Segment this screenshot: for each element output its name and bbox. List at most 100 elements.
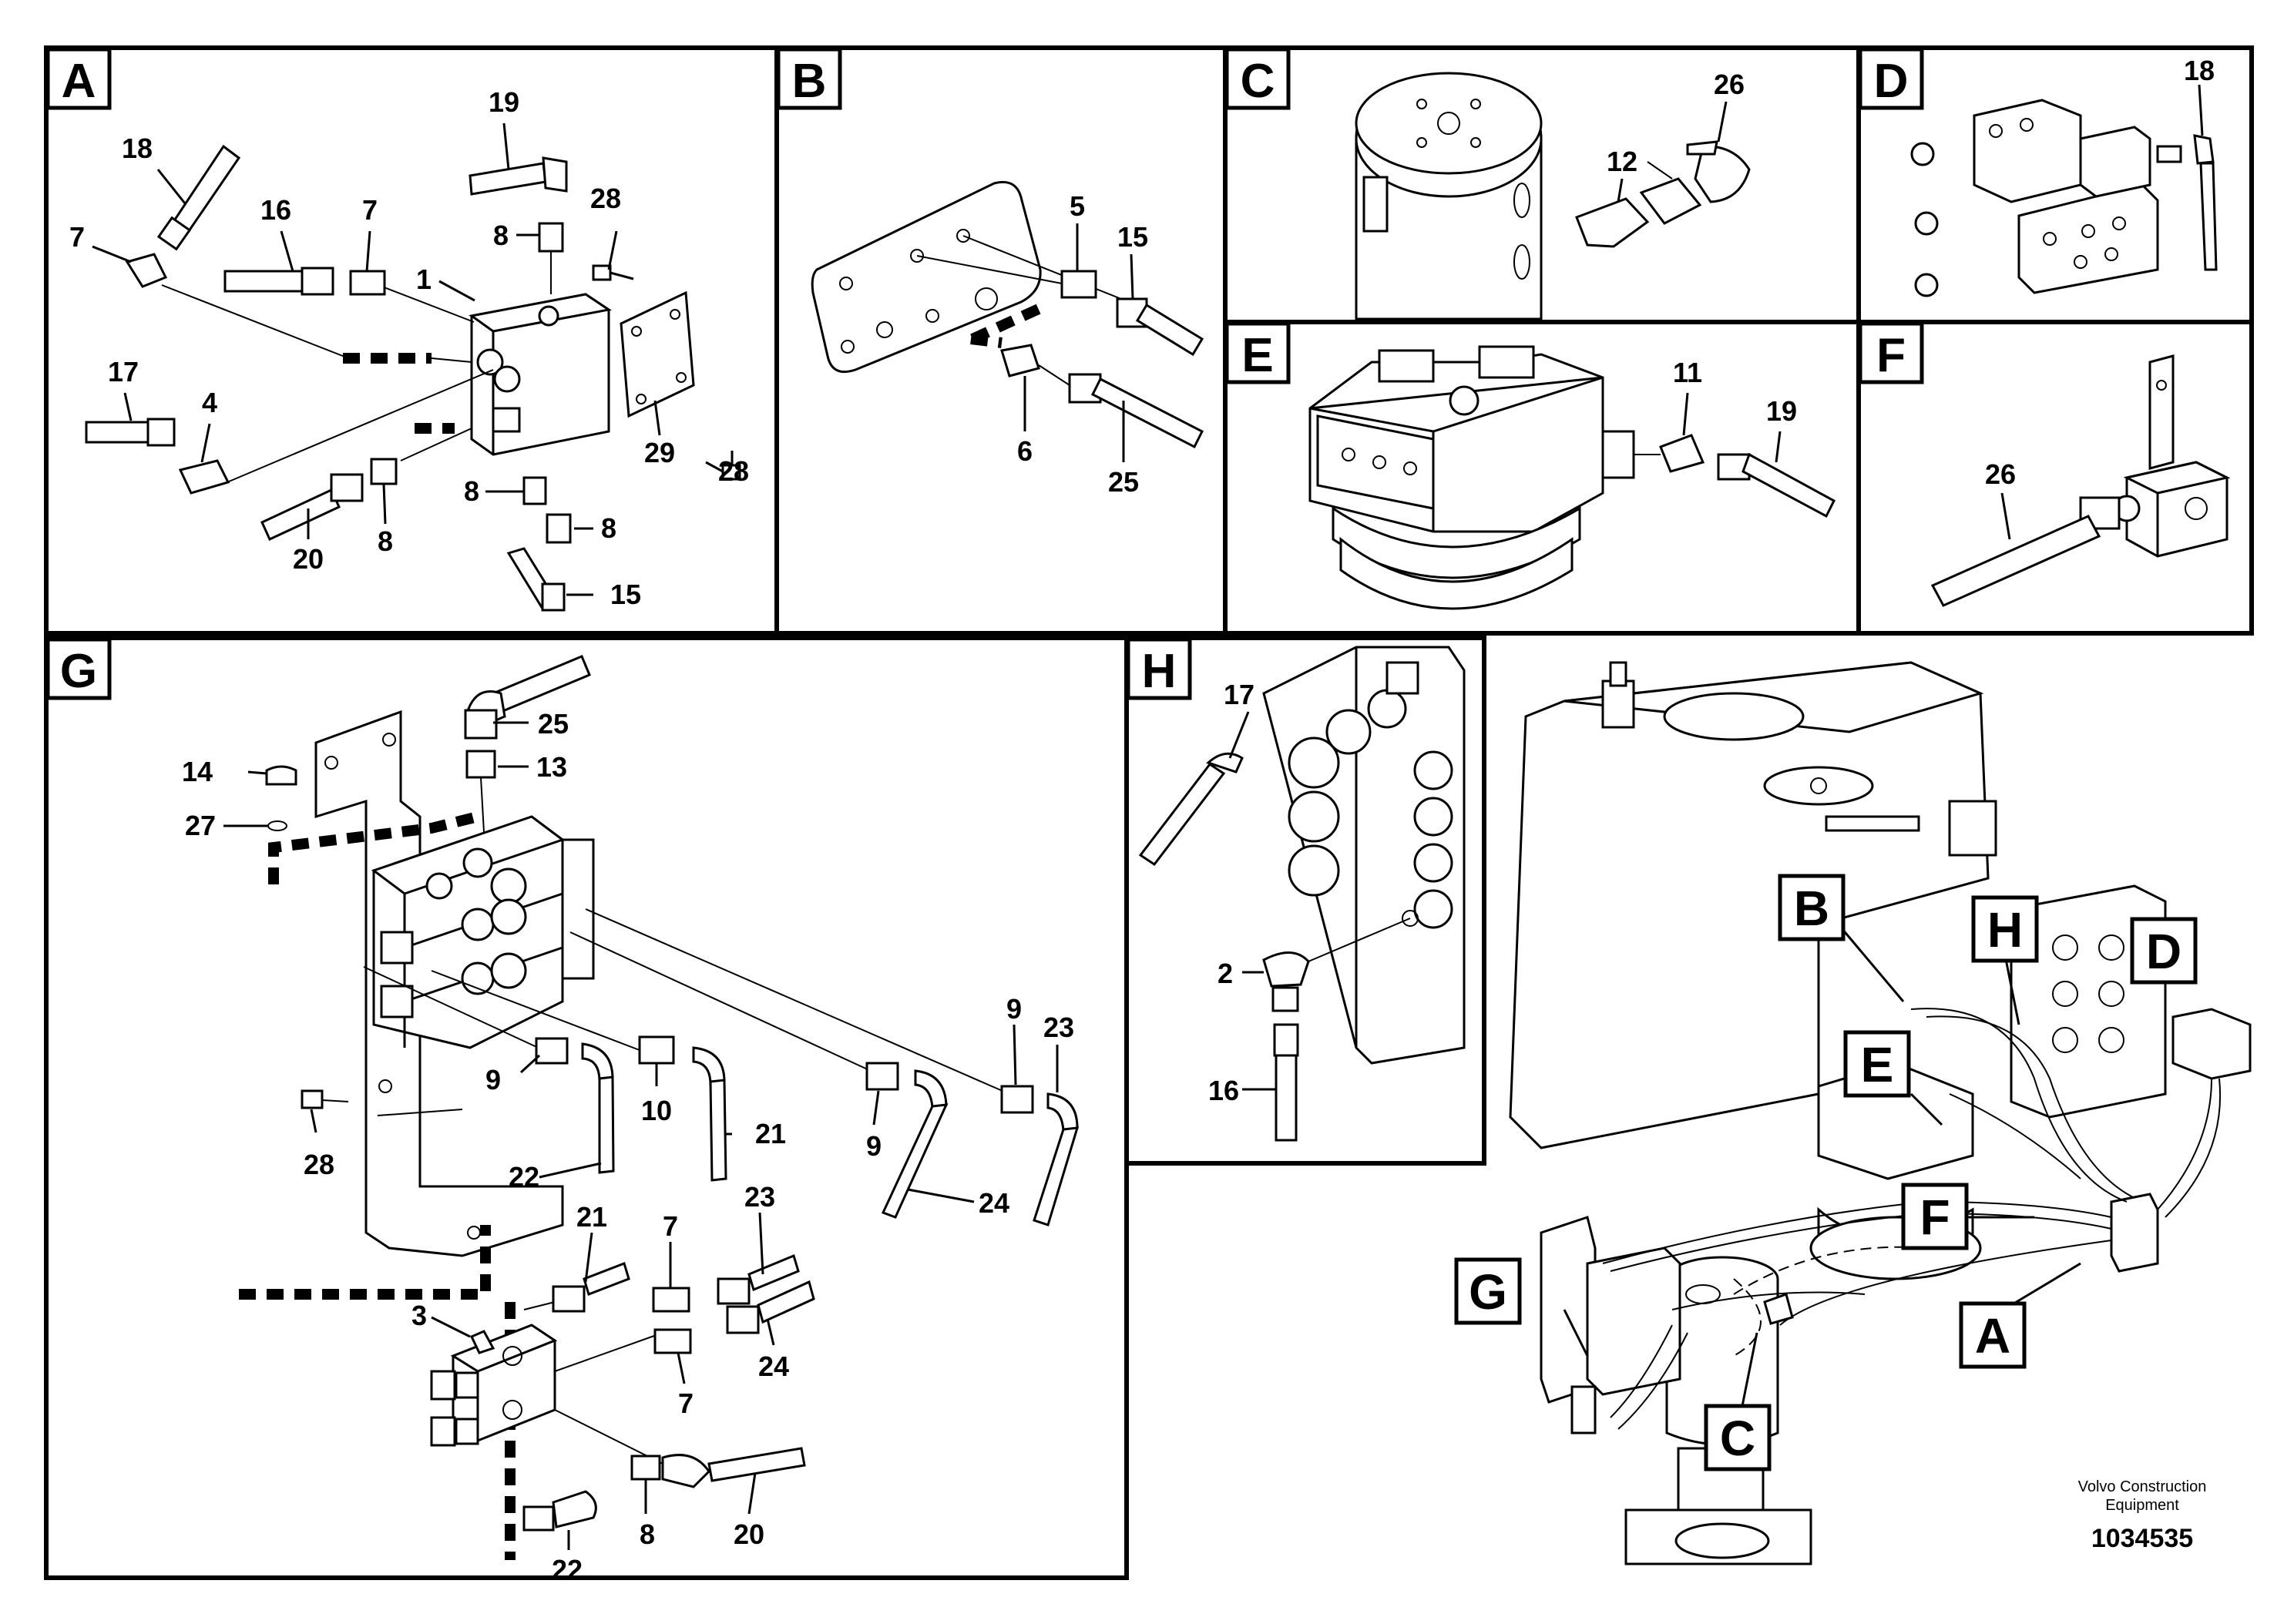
panel-a-callouts: 18 19 7 16 7 28 8 1 17 4 29 28 8 20 8 8 … xyxy=(69,86,749,610)
panel-d-drawing xyxy=(1910,84,2218,297)
panel-letters: A B C D E F G H xyxy=(45,47,1924,700)
panel-e-letter: E xyxy=(1224,321,1291,384)
callout-g-8: 8 xyxy=(640,1518,655,1550)
callout-a-19: 19 xyxy=(489,86,519,118)
overview-label-f: F xyxy=(1901,1183,1969,1250)
panel-g-callouts: 25 14 13 27 9 23 9 10 21 9 22 24 28 21 7… xyxy=(182,708,1074,1585)
callout-g-9-mid: 9 xyxy=(866,1130,882,1162)
panel-h-callouts: 17 2 16 xyxy=(1208,679,1254,1106)
manufacturer-name: Volvo Construction Equipment xyxy=(2027,1478,2258,1515)
svg-text:C: C xyxy=(1720,1411,1755,1466)
callout-g-27: 27 xyxy=(185,810,216,841)
svg-text:A: A xyxy=(1975,1308,2010,1364)
callout-g-22: 22 xyxy=(509,1161,539,1193)
svg-text:H: H xyxy=(1987,902,2023,958)
overview-label-h: H xyxy=(1971,895,2039,963)
panel-f-frame xyxy=(1856,320,2254,636)
panel-f-letter: F xyxy=(1858,321,1924,384)
callout-g-7-bottom: 7 xyxy=(678,1387,694,1419)
panel-b-label: B xyxy=(792,55,827,108)
overview-label-c: C xyxy=(1704,1404,1772,1471)
panel-g-label: G xyxy=(60,645,97,698)
panel-e-label: E xyxy=(1241,329,1273,382)
panel-h-letter: H xyxy=(1126,637,1192,700)
panel-f-callouts: 26 xyxy=(1985,458,2016,490)
callout-d-18: 18 xyxy=(2184,55,2215,86)
callout-g-9-left: 9 xyxy=(485,1064,501,1096)
panel-e-callouts: 11 19 xyxy=(1673,357,1797,427)
panel-h-frame xyxy=(1124,636,1486,1166)
svg-text:F: F xyxy=(1920,1189,1950,1245)
overview-letters: B H D E F G A C xyxy=(1454,874,2198,1471)
manufacturer-line-1: Volvo Construction xyxy=(2077,1478,2207,1495)
callout-g-22-lower: 22 xyxy=(552,1554,583,1585)
callout-g-23-lower: 23 xyxy=(744,1181,775,1213)
callout-a-28-top: 28 xyxy=(590,183,621,214)
callout-g-14: 14 xyxy=(182,756,213,787)
overview-drawing xyxy=(1509,661,2252,1565)
panel-e-drawing xyxy=(1308,345,1836,610)
panel-b-callouts: 5 15 6 25 xyxy=(1017,190,1148,498)
panel-a-letter: A xyxy=(45,47,112,110)
callout-g-21-lower: 21 xyxy=(576,1201,607,1233)
callout-g-23: 23 xyxy=(1043,1012,1074,1043)
panel-f-drawing xyxy=(1930,354,2231,607)
callout-g-13: 13 xyxy=(536,751,567,783)
callout-a-16: 16 xyxy=(260,194,291,226)
callout-g-25: 25 xyxy=(538,708,569,740)
panel-frames xyxy=(44,45,2254,1580)
overview-label-b: B xyxy=(1778,874,1846,941)
callout-g-7-top: 7 xyxy=(663,1210,678,1242)
callout-h-2: 2 xyxy=(1218,958,1233,989)
panel-h-label: H xyxy=(1142,645,1177,698)
panel-a-drawing xyxy=(85,122,741,612)
overview-label-e: E xyxy=(1843,1030,1911,1098)
panel-f-label: F xyxy=(1876,329,1906,382)
overview-label-a: A xyxy=(1959,1301,2027,1369)
callout-g-28: 28 xyxy=(304,1149,334,1180)
callout-e-19: 19 xyxy=(1766,395,1797,427)
panel-c-callouts: 26 12 xyxy=(1607,69,1745,177)
svg-text:G: G xyxy=(1469,1264,1507,1320)
overview-label-g: G xyxy=(1454,1257,1522,1325)
panel-a-label: A xyxy=(62,55,96,108)
callout-a-8-mid: 8 xyxy=(464,475,479,507)
callout-a-7-right: 7 xyxy=(362,194,378,226)
panel-h-drawing xyxy=(1138,646,1466,1142)
panel-b-letter: B xyxy=(776,47,842,110)
drawing-number: 1034535 xyxy=(2091,1524,2194,1553)
callout-c-26: 26 xyxy=(1714,69,1745,100)
callout-a-7-left: 7 xyxy=(69,221,85,253)
callout-a-18: 18 xyxy=(122,133,153,164)
callout-a-8-lower: 8 xyxy=(378,525,393,557)
callout-a-8-top: 8 xyxy=(493,220,509,251)
callout-a-28-right: 28 xyxy=(718,455,749,487)
callout-a-15: 15 xyxy=(610,579,641,610)
panel-d-letter: D xyxy=(1858,47,1924,110)
panel-d-callouts: 18 xyxy=(2184,55,2215,86)
callout-b-25: 25 xyxy=(1108,466,1139,498)
svg-text:B: B xyxy=(1794,881,1829,936)
callout-a-17: 17 xyxy=(108,356,139,388)
callout-b-5: 5 xyxy=(1070,190,1085,222)
callout-c-12: 12 xyxy=(1607,146,1637,177)
svg-text:E: E xyxy=(1861,1037,1894,1092)
overview-label-d: D xyxy=(2130,917,2198,985)
panel-b-drawing xyxy=(811,180,1204,462)
callout-f-26: 26 xyxy=(1985,458,2016,490)
callout-h-17: 17 xyxy=(1224,679,1254,710)
svg-text:D: D xyxy=(2146,924,2181,979)
callout-g-24: 24 xyxy=(979,1187,1009,1219)
callout-h-16: 16 xyxy=(1208,1075,1239,1106)
callout-g-3: 3 xyxy=(411,1300,427,1331)
manufacturer-line-2: Equipment xyxy=(2105,1497,2179,1514)
callout-a-4: 4 xyxy=(202,387,217,418)
callout-g-10: 10 xyxy=(641,1095,672,1126)
panel-g-letter: G xyxy=(45,637,112,700)
callout-b-6: 6 xyxy=(1017,435,1033,467)
callout-b-15: 15 xyxy=(1117,221,1148,253)
callout-g-9-right: 9 xyxy=(1006,993,1022,1025)
panel-d-label: D xyxy=(1874,55,1909,108)
